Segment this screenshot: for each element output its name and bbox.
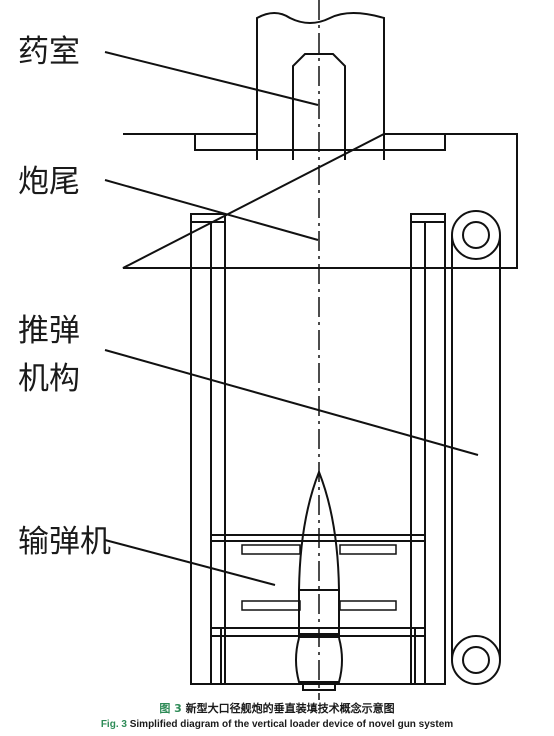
caption-cn: 图 3 新型大口径舰炮的垂直装填技术概念示意图: [159, 701, 394, 715]
label-rammer-line1: 推弹: [18, 313, 80, 349]
leader-lines: [104, 51, 479, 586]
conveyor-frame: [210, 534, 426, 685]
barrel: [256, 12, 385, 160]
upper-sprocket: [451, 210, 501, 260]
label-rammer-line2: 机构: [18, 361, 80, 397]
label-chamber: 药室: [18, 34, 80, 70]
caption-en: Fig. 3 Simplified diagram of the vertica…: [101, 719, 453, 730]
label-conveyor: 输弹机: [18, 524, 111, 560]
right-guide-rail: [410, 213, 446, 685]
left-guide-rail: [190, 213, 226, 685]
rammer-chain: [451, 210, 501, 685]
label-breech: 炮尾: [18, 164, 80, 200]
lower-sprocket: [451, 635, 501, 685]
projectile: [295, 469, 343, 691]
